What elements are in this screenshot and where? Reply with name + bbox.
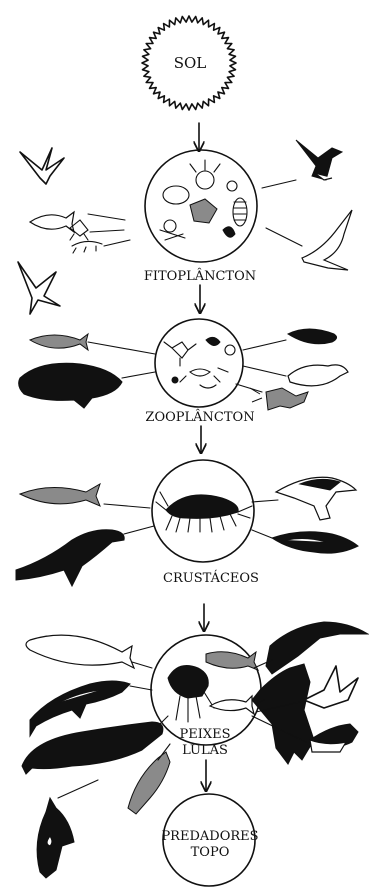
eagle-icon [252, 664, 314, 764]
squid-label: LULAS [182, 743, 228, 758]
sun-node: SOL [142, 16, 236, 110]
zooplankton-consumers [18, 262, 348, 410]
krill-swarm-icon [156, 492, 252, 532]
phytoplankton-consumers [20, 140, 352, 270]
zooplankton-animals-icon [164, 337, 235, 388]
whale-icon [19, 363, 122, 408]
gull-icon [302, 210, 352, 270]
skua-icon [304, 666, 358, 708]
fish-squid-node: PEIXES LULAS [151, 635, 261, 758]
seal-icon [288, 365, 348, 386]
krill-icon [72, 241, 102, 253]
zooplankton-label: ZOOPLÂNCTON [145, 409, 254, 425]
small-fish-icon [30, 212, 74, 232]
top-predators-node: PREDADORES TOPO [161, 794, 258, 886]
zooplankton-circle [155, 319, 243, 407]
orca-icon [37, 798, 74, 878]
herring-icon [30, 334, 88, 350]
top-predators-label-line2: TOPO [191, 845, 230, 860]
crustacean-consumers [16, 477, 358, 586]
zooplankton-node: ZOOPLÂNCTON [145, 319, 254, 425]
phytoplankton-cells-icon [160, 160, 247, 240]
frigatebird-icon [266, 622, 368, 674]
crustaceans-label: CRUSTÁCEOS [163, 570, 259, 586]
gannet-icon [18, 262, 60, 314]
crustaceans-node: CRUSTÁCEOS [152, 460, 259, 586]
sea-lion-icon [16, 530, 124, 586]
top-predators-label-line1: PREDADORES [161, 829, 258, 844]
penguin-icon [288, 329, 337, 344]
petrel-icon [296, 140, 342, 180]
penguin-swimming-icon [272, 532, 358, 553]
leopard-seal-icon [128, 752, 170, 814]
cod-icon [26, 635, 134, 668]
fish-label: PEIXES [179, 727, 230, 742]
tern-icon [20, 148, 64, 184]
squid-and-fish-icon [168, 652, 258, 722]
phytoplankton-node: FITOPLÂNCTON [144, 150, 257, 284]
fish-icon [20, 484, 100, 506]
sperm-whale-icon [22, 722, 163, 774]
sun-label: SOL [174, 54, 207, 72]
phytoplankton-label: FITOPLÂNCTON [144, 268, 256, 284]
